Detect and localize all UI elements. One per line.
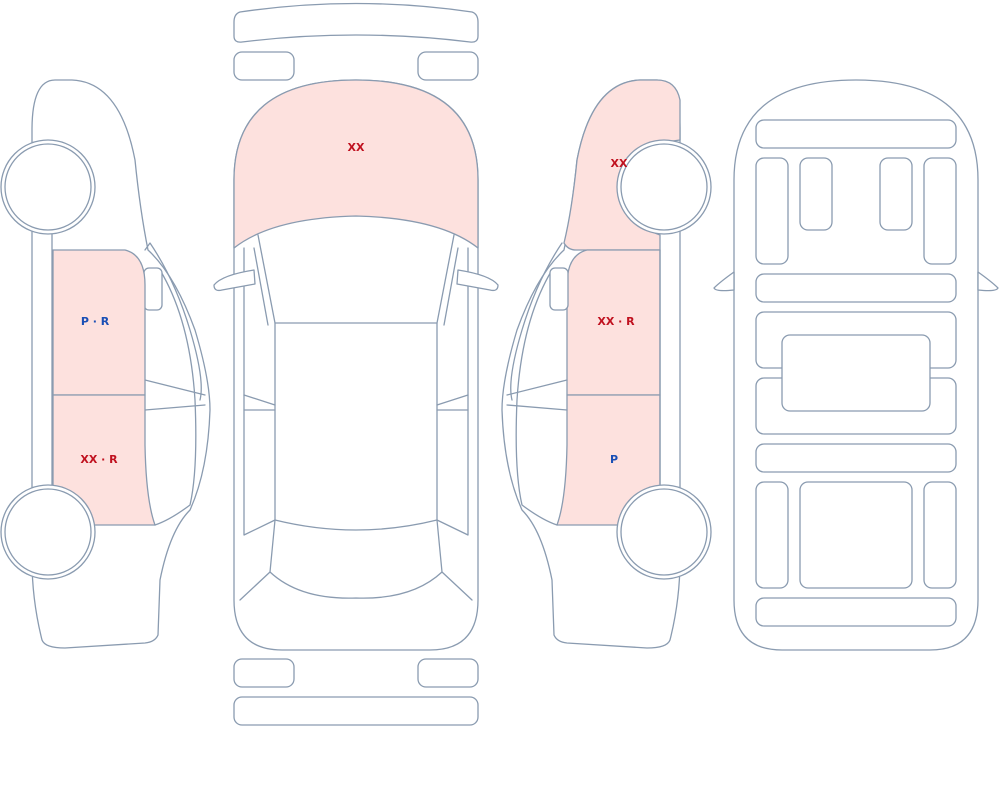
underbody-center-tunnel bbox=[781, 334, 931, 412]
underbody-left-tab bbox=[713, 271, 735, 292]
hood-panel[interactable] bbox=[233, 79, 479, 249]
right-side-view: XX XX · R P bbox=[501, 79, 712, 649]
right-front-door-code: XX · R bbox=[597, 315, 635, 328]
roof-outline bbox=[274, 322, 438, 531]
right-door-line bbox=[436, 247, 469, 536]
left-rear-wheel-rim bbox=[4, 488, 92, 576]
right-front-wheel-rim bbox=[620, 143, 708, 231]
left-a-pillar bbox=[253, 247, 269, 326]
front-right-light bbox=[417, 51, 479, 81]
underbody-right-tab bbox=[977, 271, 999, 292]
underbody-rear-floor bbox=[799, 481, 913, 589]
left-mirror bbox=[143, 267, 163, 311]
underbody-crossmember-3 bbox=[755, 443, 957, 473]
right-mirror bbox=[549, 267, 569, 311]
underbody-crossmember-2 bbox=[755, 273, 957, 303]
right-rear-wheel-rim bbox=[620, 488, 708, 576]
top-view: XX bbox=[213, 2, 499, 726]
top-right-mirror bbox=[456, 269, 499, 292]
right-front-fender-code: XX bbox=[611, 157, 628, 170]
left-front-door-panel[interactable] bbox=[52, 249, 146, 396]
left-side-view: P · R XX · R bbox=[0, 79, 211, 649]
left-front-door-code: P · R bbox=[81, 315, 110, 328]
underbody-front-right-mount bbox=[879, 157, 913, 231]
underbody-rear-right-rail bbox=[923, 481, 957, 589]
windshield bbox=[257, 234, 455, 324]
rear-bumper-strip bbox=[233, 696, 479, 726]
underbody-front-right-rail bbox=[923, 157, 957, 265]
right-front-wheel bbox=[616, 139, 712, 235]
underbody-front-crossmember bbox=[755, 119, 957, 149]
right-a-pillar bbox=[443, 247, 459, 326]
left-rear-window bbox=[154, 269, 197, 526]
right-b-pillar bbox=[436, 394, 469, 411]
right-pillar bbox=[510, 242, 563, 401]
rear-left-light bbox=[233, 658, 295, 688]
left-front-wheel-rim bbox=[4, 143, 92, 231]
top-left-mirror bbox=[213, 269, 256, 292]
right-rear-wheel bbox=[616, 484, 712, 580]
front-bumper-strip bbox=[233, 2, 479, 43]
front-left-light bbox=[233, 51, 295, 81]
hood-code: XX bbox=[348, 141, 365, 154]
left-door-line bbox=[243, 247, 276, 536]
underbody-rear-crossmember bbox=[755, 597, 957, 627]
right-rear-door-panel[interactable] bbox=[556, 394, 661, 526]
underbody-rear-left-rail bbox=[755, 481, 789, 589]
left-rear-door-panel[interactable] bbox=[52, 394, 156, 526]
left-rear-door-code: XX · R bbox=[80, 453, 118, 466]
left-pillar bbox=[144, 242, 202, 401]
left-b-pillar bbox=[243, 394, 276, 411]
underbody-front-left-rail bbox=[755, 157, 789, 265]
left-rear-wheel bbox=[0, 484, 96, 580]
right-rear-door-code: P bbox=[610, 453, 618, 466]
rear-right-light bbox=[417, 658, 479, 688]
right-rear-window bbox=[515, 269, 558, 526]
rear-window bbox=[269, 519, 443, 599]
underbody-front-left-mount bbox=[799, 157, 833, 231]
underbody-view bbox=[713, 79, 999, 651]
trunk-line bbox=[239, 571, 473, 601]
left-front-wheel bbox=[0, 139, 96, 235]
